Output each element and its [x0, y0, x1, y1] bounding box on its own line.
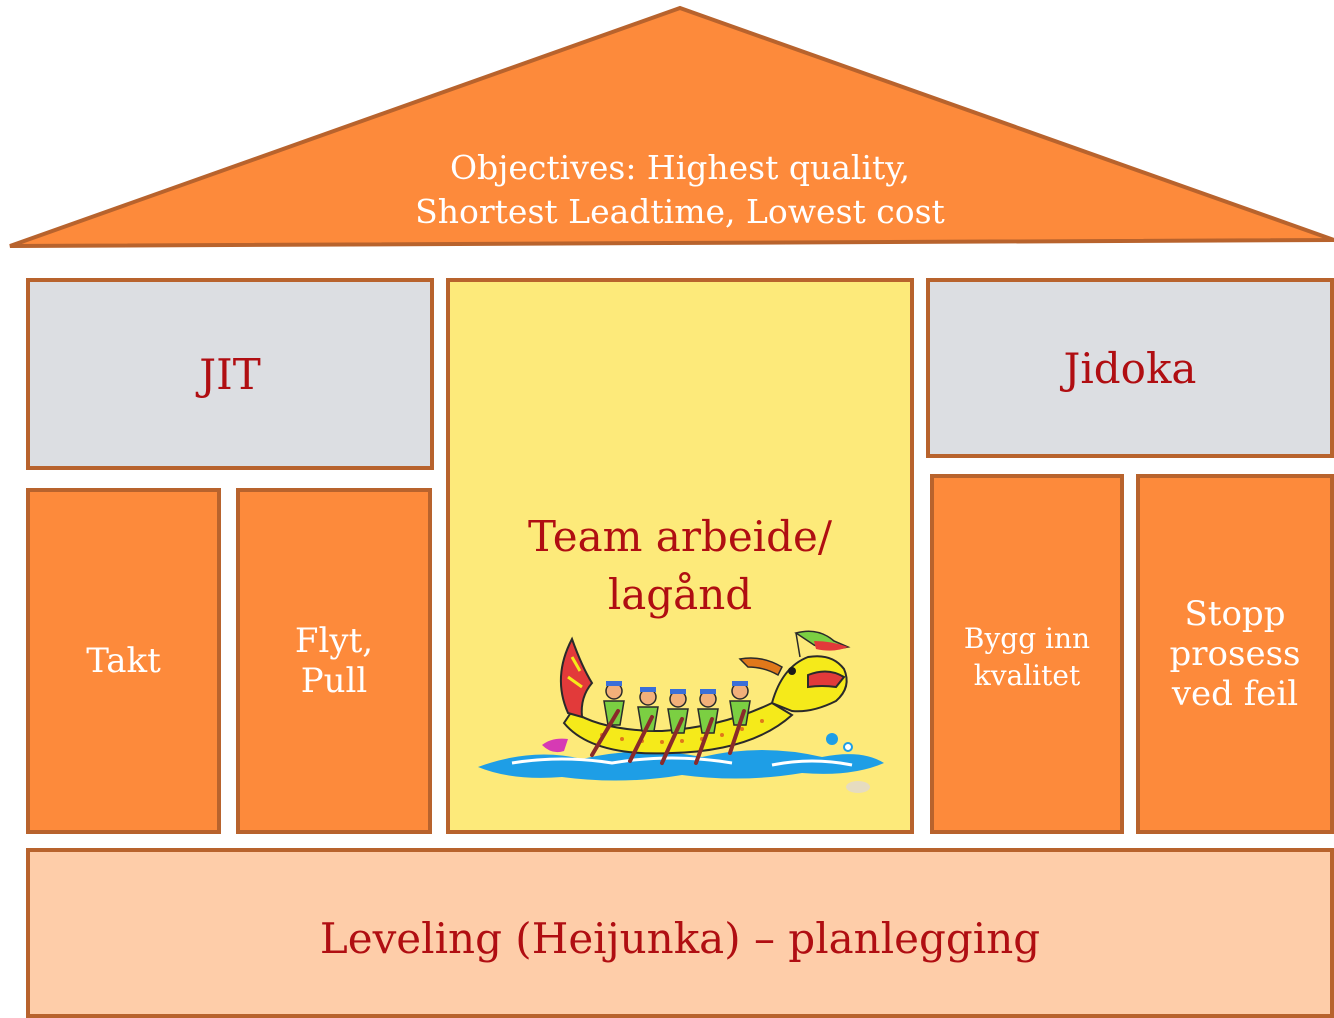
pillar-bygg-inn-kvalitet: Bygg inn kvalitet [930, 474, 1124, 834]
pull-label: Pull [300, 661, 368, 701]
jit-label: JIT [199, 349, 261, 399]
flyt-label: Flyt, [294, 621, 374, 661]
stopp-label: Stopp [1184, 594, 1286, 634]
roof-line-2: Shortest Leadtime, Lowest cost [415, 192, 945, 231]
team-title-line-1: Team arbeide/ [527, 512, 832, 561]
team-title-line-2: lagånd [607, 570, 753, 619]
takt-label: Takt [86, 641, 161, 681]
foundation-label: Leveling (Heijunka) – planlegging [319, 914, 1041, 963]
jidoka-beam: Jidoka [926, 278, 1334, 458]
pillar-stopp-prosess: Stopp prosess ved feil [1136, 474, 1334, 834]
pillar-flyt-pull: Flyt, Pull [236, 488, 432, 834]
jit-beam: JIT [26, 278, 434, 470]
pillar-takt: Takt [26, 488, 221, 834]
jidoka-label: Jidoka [1063, 343, 1197, 393]
foundation-leveling: Leveling (Heijunka) – planlegging [26, 848, 1334, 1018]
roof-shape [9, 5, 1334, 248]
prosess-label: prosess [1169, 634, 1301, 674]
team-title: Team arbeide/ lagånd [450, 508, 910, 624]
center-team-panel: Team arbeide/ lagånd [446, 278, 914, 834]
kvalitet-label: kvalitet [973, 659, 1081, 692]
roof-objectives: Objectives: Highest quality, Shortest Le… [330, 146, 1030, 234]
bygg-inn-label: Bygg inn [963, 622, 1091, 655]
dragon-boat-image [478, 630, 884, 793]
roof-line-1: Objectives: Highest quality, [449, 148, 911, 187]
ved-feil-label: ved feil [1171, 674, 1299, 714]
